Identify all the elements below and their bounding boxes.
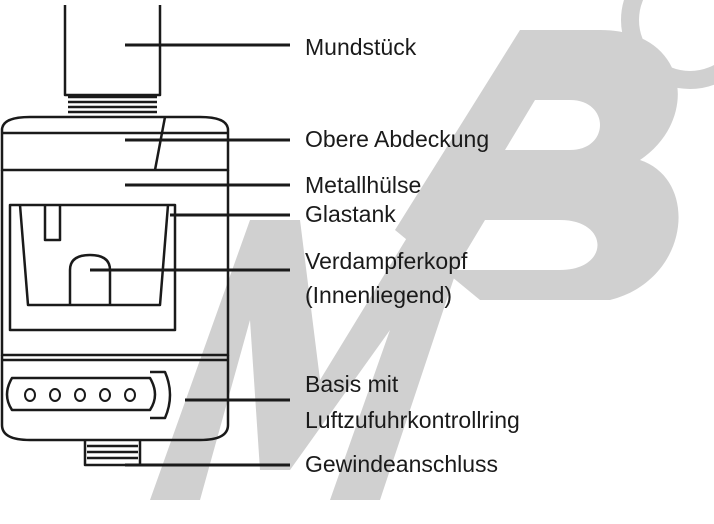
label-coil-head-line1: Verdampferkopf	[305, 248, 468, 274]
thread-shape	[83, 440, 142, 467]
top-cap-shape	[0, 115, 230, 172]
label-base-line1: Basis mit	[305, 371, 399, 397]
label-metal-sleeve: Metallhülse	[305, 172, 422, 198]
label-base-line2: Luftzufuhrkontrollring	[305, 407, 520, 433]
label-top-cap: Obere Abdeckung	[305, 126, 490, 152]
mouthpiece-ribs	[68, 95, 157, 114]
coil-head-shape	[68, 253, 112, 305]
thread-lines	[87, 444, 138, 460]
mouthpiece-shape	[63, 5, 162, 97]
label-glass-tank: Glastank	[305, 201, 396, 227]
airflow-ring	[5, 376, 157, 412]
callout-lines	[90, 43, 290, 467]
label-mouthpiece: Mundstück	[305, 34, 417, 60]
label-coil-head-line2: (Innenliegend)	[305, 282, 453, 308]
label-thread: Gewindeanschluss	[305, 451, 499, 477]
glass-tank-window	[8, 203, 177, 332]
metal-sleeve-shape	[0, 170, 230, 357]
base-shape	[0, 355, 230, 442]
watermark-logo	[150, 0, 714, 500]
airflow-holes	[24, 388, 136, 402]
